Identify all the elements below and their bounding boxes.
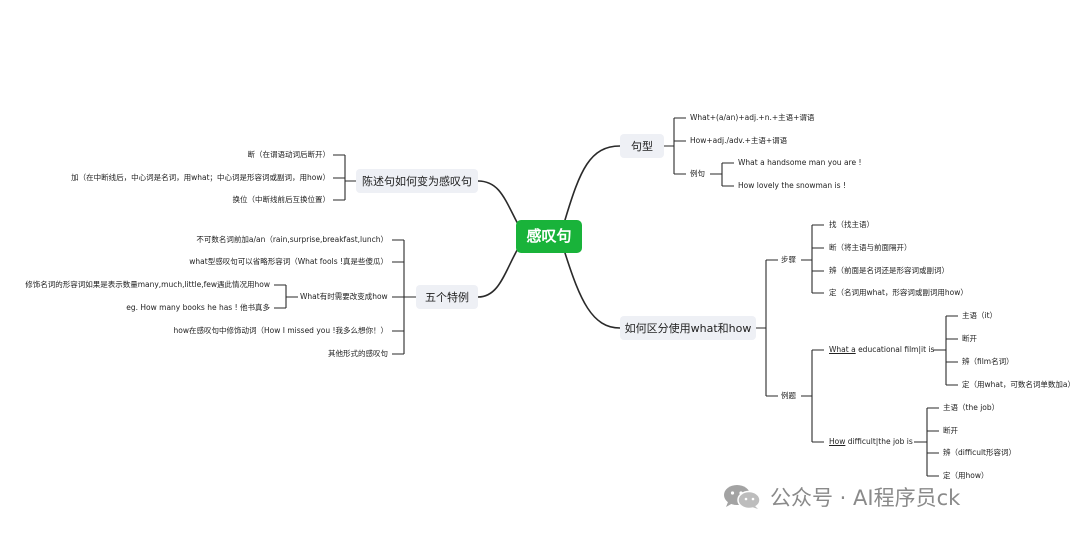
distinguish-step-2[interactable]: 断（将主语与前面隔开） <box>829 243 912 252</box>
pattern-example-1[interactable]: What a handsome man you are ! <box>738 158 862 167</box>
wechat-icon <box>722 484 762 510</box>
distinguish-steps-label[interactable]: 步骤 <box>781 255 796 264</box>
link-ex2-bracket <box>914 407 939 477</box>
example-2-item-4[interactable]: 定（用how） <box>943 471 989 480</box>
example-2-underlined: How <box>829 437 846 446</box>
link-pattern-bracket <box>664 117 686 175</box>
root-topic[interactable]: 感叹句 <box>516 220 582 253</box>
link-ex1-bracket <box>933 315 958 386</box>
link-example-bracket <box>710 162 734 187</box>
pattern-example-label[interactable]: 例句 <box>690 169 705 178</box>
watermark-text: 公众号 · AI程序员ck <box>770 486 961 510</box>
example-1-item-3[interactable]: 辨（film名词） <box>962 357 1014 366</box>
link-steps-bracket <box>801 224 824 294</box>
watermark: 公众号 · AI程序员ck <box>722 484 960 510</box>
topic-distinguish[interactable]: 如何区分使用what和how <box>620 316 756 340</box>
link-root-pattern <box>564 145 621 221</box>
link-special-sub-bracket <box>274 284 298 309</box>
special-item-2[interactable]: what型感叹句可以省略形容词（What fools !真是些傻瓜） <box>189 257 388 266</box>
example-1-sentence[interactable]: What a educational film|it is <box>829 346 934 354</box>
link-distinguish-bracket <box>756 259 778 397</box>
distinguish-step-3[interactable]: 辨（前面是名词还是形容词或副词） <box>829 266 949 275</box>
example-2-item-3[interactable]: 辨（difficult形容词） <box>943 448 1016 457</box>
link-examples-bracket <box>801 349 824 443</box>
example-1-rest: educational film|it is <box>855 345 935 354</box>
special-item-5[interactable]: 其他形式的感叹句 <box>328 349 388 358</box>
link-root-convert <box>477 180 521 229</box>
pattern-how-rule[interactable]: How+adj./adv.+主语+谓语 <box>690 136 788 145</box>
distinguish-step-1[interactable]: 找（找主语） <box>829 220 874 229</box>
link-root-distinguish <box>564 252 621 329</box>
distinguish-step-4[interactable]: 定（名词用what，形容词或副词用how） <box>829 288 968 297</box>
topic-special[interactable]: 五个特例 <box>416 285 478 309</box>
topic-convert[interactable]: 陈述句如何变为感叹句 <box>356 169 478 193</box>
special-sub-1[interactable]: 修饰名词的形容词如果是表示数量many,much,little,few遇此情况用… <box>25 280 270 289</box>
example-1-item-2[interactable]: 断开 <box>962 334 977 343</box>
pattern-what-rule[interactable]: What+(a/an)+adj.+n.+主语+谓语 <box>690 113 815 122</box>
link-special-bracket <box>392 239 416 355</box>
pattern-example-2[interactable]: How lovely the snowman is ! <box>738 181 846 190</box>
example-2-sentence[interactable]: How difficult|the job is <box>829 438 913 446</box>
example-2-rest: difficult|the job is <box>845 437 913 446</box>
example-2-item-1[interactable]: 主语（the job） <box>943 403 1000 412</box>
special-item-4[interactable]: how在感叹句中修饰动词（How I missed you !我多么想你！） <box>173 326 388 335</box>
distinguish-examples-label[interactable]: 例题 <box>781 391 796 400</box>
topic-pattern[interactable]: 句型 <box>620 134 664 158</box>
example-1-item-4[interactable]: 定（用what，可数名词单数加a） <box>962 380 1076 389</box>
example-1-underlined: What a <box>829 345 856 354</box>
link-root-special <box>477 244 521 298</box>
link-convert-bracket <box>333 154 356 201</box>
example-2-item-2[interactable]: 断开 <box>943 426 958 435</box>
convert-step-1[interactable]: 断（在谓语动词后断开） <box>247 150 331 159</box>
convert-step-2[interactable]: 加（在中断线后，中心词是名词，用what；中心词是形容词或副词，用how） <box>71 173 330 182</box>
special-item-1[interactable]: 不可数名词前加a/an（rain,surprise,breakfast,lunc… <box>196 235 388 244</box>
special-item-3[interactable]: What有时需要改变成how <box>300 292 388 301</box>
example-1-item-1[interactable]: 主语（it） <box>962 311 998 320</box>
special-sub-2[interactable]: eg. How many books he has ! 他书真多 <box>126 303 270 312</box>
convert-step-3[interactable]: 换位（中断线前后互换位置） <box>232 195 331 204</box>
